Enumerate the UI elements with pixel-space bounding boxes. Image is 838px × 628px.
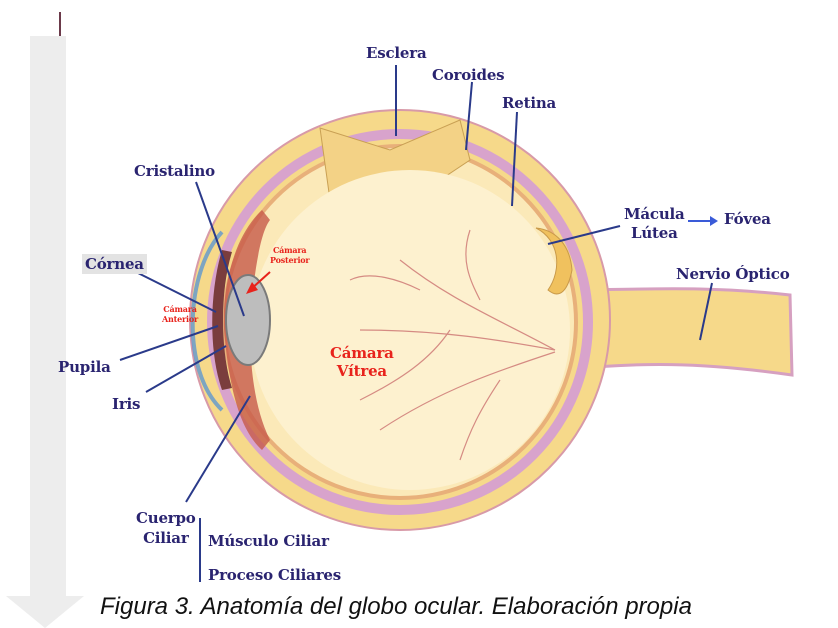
figure-caption: Figura 3. Anatomía del globo ocular. Ela…: [100, 593, 838, 622]
cornea-label-box: Córnea: [82, 254, 147, 274]
label-camara-anterior: Cámara Anterior: [162, 305, 198, 324]
label-cornea: Córnea: [82, 257, 147, 272]
label-cristalino: Cristalino: [134, 164, 215, 179]
vitreous-chamber: [250, 170, 570, 490]
label-fovea: Fóvea: [724, 212, 771, 227]
label-nervio-optico: Nervio Óptico: [676, 267, 790, 282]
label-musculo-ciliar: Músculo Ciliar: [208, 534, 329, 549]
label-camara-vitrea: Cámara Vítrea: [330, 344, 394, 380]
lens: [226, 275, 270, 365]
label-camara-posterior: Cámara Posterior: [270, 246, 309, 265]
label-proceso-ciliares: Proceso Ciliares: [208, 568, 341, 583]
label-pupila: Pupila: [58, 360, 111, 375]
label-retina: Retina: [502, 96, 556, 111]
fovea-arrowhead: [710, 216, 718, 226]
label-coroides: Coroides: [432, 68, 504, 83]
label-iris: Iris: [112, 397, 140, 412]
label-macula-lutea: Mácula Lútea: [624, 205, 685, 243]
label-esclera: Esclera: [366, 46, 426, 61]
label-cuerpo-ciliar: Cuerpo Ciliar: [136, 508, 196, 549]
